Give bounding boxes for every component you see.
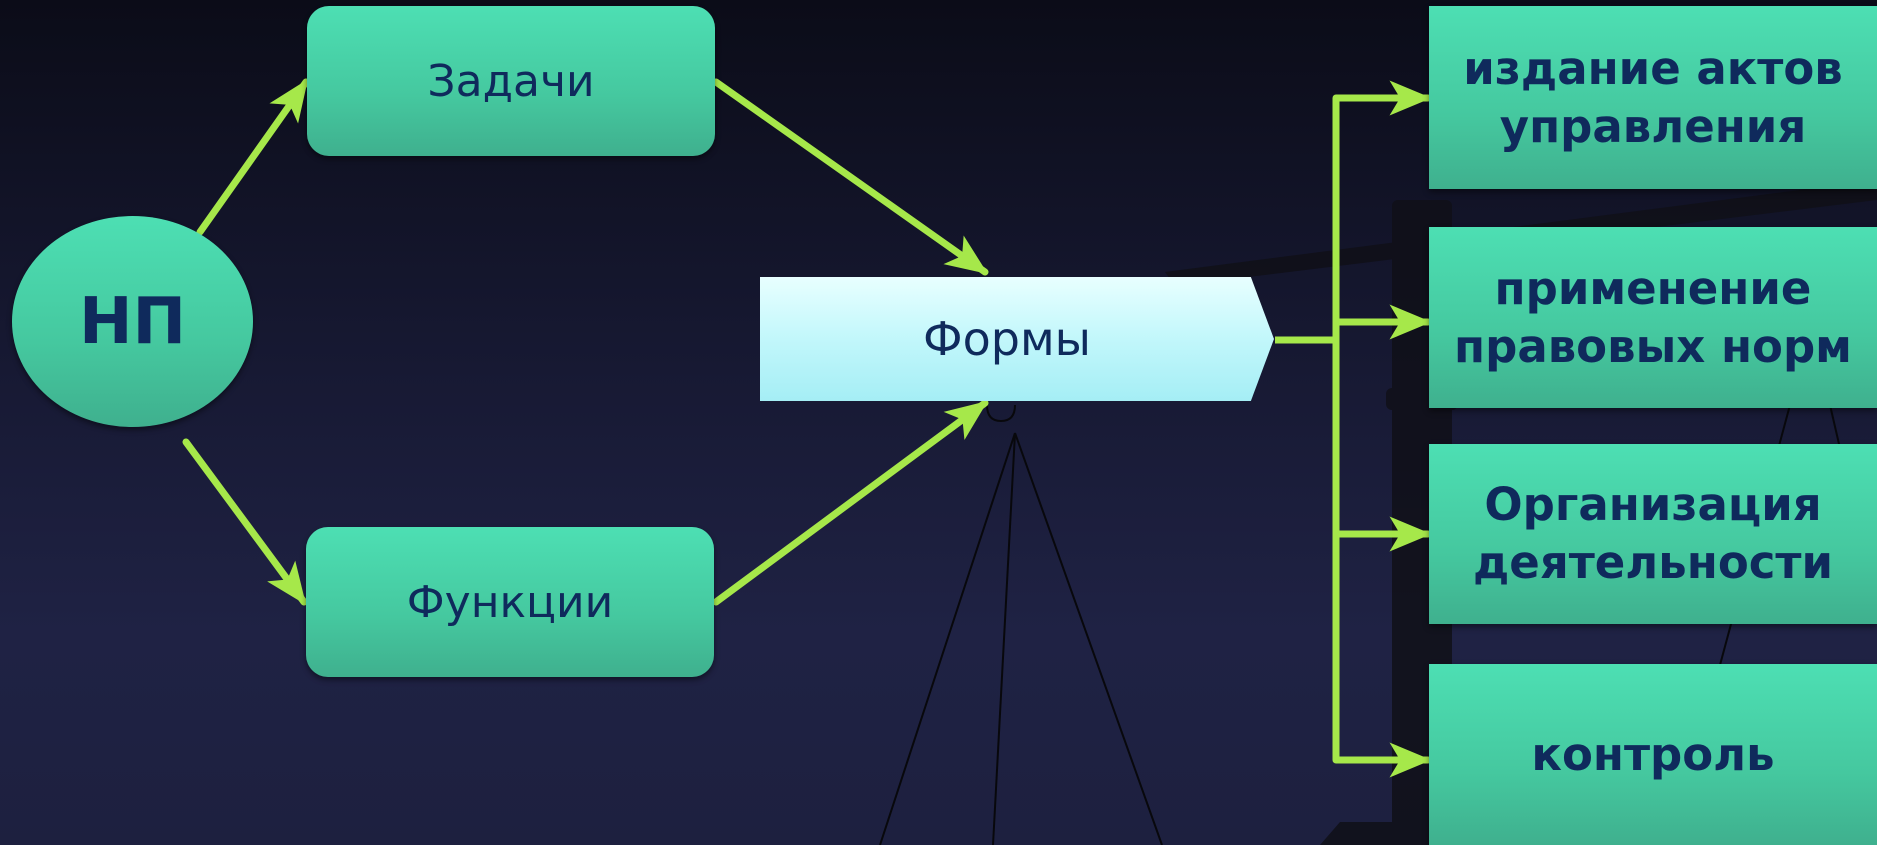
node-izdanie-label: издание актов управления [1463,41,1843,153]
node-np-label: НП [78,284,187,359]
node-kontrol-label: контроль [1531,727,1775,781]
node-formy-label: Формы [923,312,1091,366]
node-organizaciya-label: Организация деятельности [1472,478,1834,589]
node-formy: Формы [760,277,1274,401]
arrow-zadachi-to-formy [712,78,989,276]
node-funkcii: Функции [306,527,714,677]
node-kontrol: контроль [1429,664,1877,845]
node-izdanie-aktov: издание актов управления [1429,6,1877,189]
node-primenenie-label: применение правовых норм [1454,261,1852,373]
arrow-np-to-zadachi [196,78,310,236]
node-np: НП [12,216,253,427]
node-zadachi: Задачи [307,6,715,156]
arrow-funkcii-to-formy [712,399,989,606]
node-primenenie-norm: применение правовых норм [1429,227,1877,408]
node-zadachi-label: Задачи [427,55,595,107]
node-organizaciya: Организация деятельности [1429,444,1877,624]
node-funkcii-label: Функции [406,576,614,628]
arrow-np-to-funkcii [182,438,308,606]
